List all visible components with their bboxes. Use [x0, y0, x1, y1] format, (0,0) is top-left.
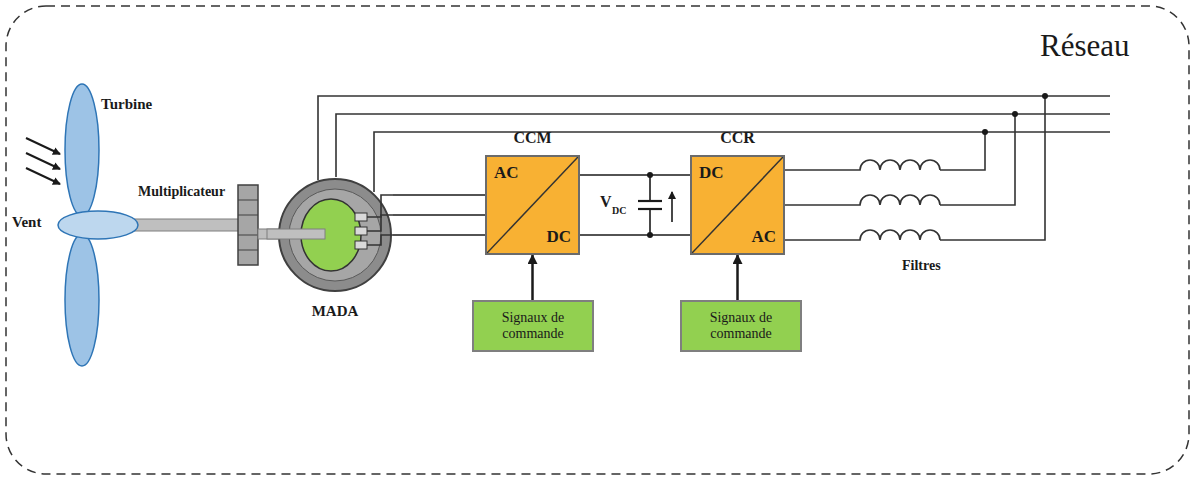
- generator-circle: MADA: [277, 177, 393, 293]
- converter-box: CCRDCAC: [690, 155, 785, 255]
- converter-side: AC: [494, 163, 519, 183]
- converter-side: AC: [751, 227, 776, 247]
- part-label: Filtres: [902, 258, 941, 274]
- voltage-symbol: V: [600, 193, 612, 211]
- part-label: Vent: [12, 214, 41, 231]
- part-label: Multiplicateur: [138, 184, 225, 200]
- control-text: Signaux de commande: [682, 308, 800, 344]
- grid-label: Réseau: [1040, 28, 1130, 64]
- filter-inductors: [785, 160, 940, 240]
- control-text: Signaux de commande: [474, 308, 592, 344]
- converter-side: DC: [546, 227, 571, 247]
- rotor-wires: [393, 195, 485, 235]
- converter-name: CCM: [513, 129, 551, 147]
- dc-capacitor: [638, 175, 672, 235]
- control-box: Signaux de commande: [472, 300, 594, 352]
- converter-box: CCMACDC: [485, 155, 580, 255]
- converter-side: DC: [699, 163, 724, 183]
- part-label: Turbine: [101, 96, 152, 113]
- dashed-frame: [6, 6, 1189, 474]
- voltage-subscript: DC: [612, 205, 626, 216]
- control-arrow: [532, 255, 534, 300]
- converter-name: CCR: [720, 129, 755, 147]
- control-box: Signaux de commande: [680, 300, 802, 352]
- machine-name: MADA: [312, 303, 359, 320]
- wind-arrows: [26, 138, 60, 184]
- turbine-symbol: [58, 84, 240, 366]
- dc-bus: [580, 175, 690, 235]
- generator-symbol: [277, 177, 393, 293]
- control-arrow: [737, 255, 739, 300]
